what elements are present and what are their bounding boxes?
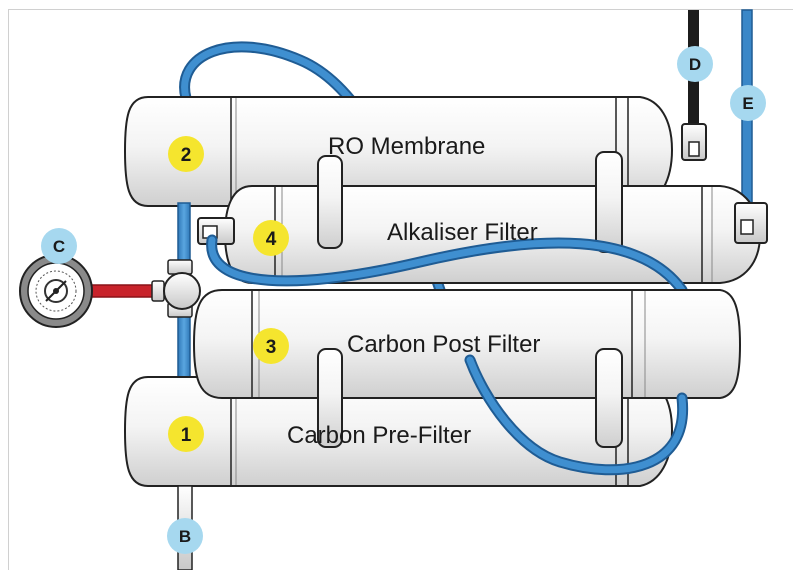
badge-1-text: 1 [181, 425, 192, 446]
valve-icon [151, 259, 201, 318]
tube-ro-to-valve [177, 202, 191, 266]
carbon-pre-label: Carbon Pre-Filter [287, 422, 471, 449]
badge-4-text: 4 [266, 229, 277, 250]
post-clip-right [595, 348, 623, 448]
tube-post-to-prefilter-fill [466, 356, 687, 474]
badge-c-text: C [53, 237, 65, 256]
badge-b [167, 518, 203, 554]
post-clip-left [317, 348, 343, 448]
badge-e-text: E [742, 94, 753, 113]
badge-c [41, 228, 77, 264]
badge-d [677, 46, 713, 82]
badge-3-text: 3 [266, 337, 277, 358]
badge-2-text: 2 [181, 145, 192, 166]
ro-membrane-label: RO Membrane [328, 133, 485, 160]
badge-d-text: D [689, 55, 701, 74]
carbon-post-label: Carbon Post Filter [347, 331, 540, 358]
alkaliser-inlet-fitting [197, 217, 235, 245]
badge-2 [168, 136, 204, 172]
tube-alkaliser-loop-fill [208, 236, 686, 294]
pressure-gauge-icon [19, 254, 93, 328]
badge-4 [253, 220, 289, 256]
badge-b-text: B [179, 527, 191, 546]
badge-3 [253, 328, 289, 364]
ro-outlet-fitting [681, 123, 707, 161]
gauge-line-c [87, 284, 161, 298]
badge-e [730, 85, 766, 121]
ro-clip-right [595, 151, 623, 253]
carbon-pre-filter-housing [123, 376, 674, 487]
badge-1 [168, 416, 204, 452]
ro-clip-left [317, 155, 343, 249]
alkaliser-label: Alkaliser Filter [387, 219, 538, 246]
alkaliser-outlet-fitting [734, 202, 768, 244]
